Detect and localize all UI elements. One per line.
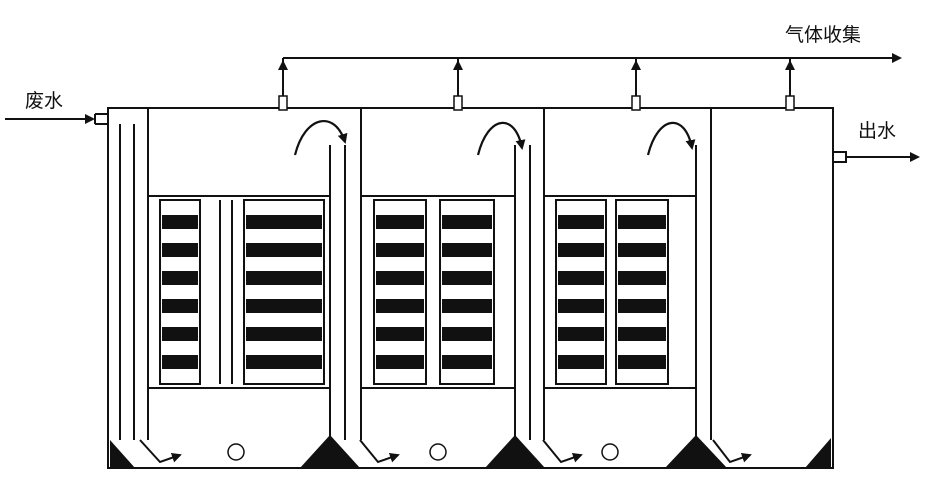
- bottom-wedge-5: [805, 438, 831, 468]
- media-stripe-2-3: [246, 271, 322, 285]
- media-frame-3b: [615, 199, 669, 385]
- media-frame-1a: [159, 199, 201, 385]
- media-stripe-3-2: [376, 243, 424, 257]
- media-stripe-6-1: [618, 215, 666, 229]
- gas-nozzle-1: [278, 95, 288, 111]
- media-stripe-2-2: [246, 243, 322, 257]
- media-stripe-2-6: [246, 355, 322, 369]
- media-stripe-5-4: [558, 299, 604, 313]
- media-stripe-1-5: [162, 327, 198, 341]
- media-stripe-5-6: [558, 355, 604, 369]
- gas-collection-label: 气体收集: [785, 24, 862, 46]
- media-stripe-4-6: [442, 355, 492, 369]
- media-stripe-5-2: [558, 243, 604, 257]
- media-stripe-3-3: [376, 271, 424, 285]
- media-stripe-1-3: [162, 271, 198, 285]
- diffuser-2: [429, 443, 447, 461]
- gas-nozzle-4: [785, 95, 795, 111]
- media-frame-2b: [439, 199, 495, 385]
- media-stripe-1-6: [162, 355, 198, 369]
- inlet-pipe: [94, 113, 108, 125]
- bottom-wedge-3: [485, 435, 545, 468]
- media-stripes: [162, 215, 666, 369]
- gas-nozzle-3: [631, 95, 641, 111]
- diffuser-3: [601, 443, 619, 461]
- media-stripe-6-2: [618, 243, 666, 257]
- media-stripe-6-4: [618, 299, 666, 313]
- media-stripe-2-1: [246, 215, 322, 229]
- diffuser-1: [227, 443, 245, 461]
- bottom-arrow-1: [139, 439, 182, 464]
- media-stripe-1-4: [162, 299, 198, 313]
- media-stripe-3-5: [376, 327, 424, 341]
- bottom-arrow-4: [712, 439, 752, 464]
- overflow-arrow-2: [476, 121, 526, 156]
- media-stripe-2-5: [246, 327, 322, 341]
- media-stripe-4-1: [442, 215, 492, 229]
- media-stripe-4-4: [442, 299, 492, 313]
- media-stripe-5-3: [558, 271, 604, 285]
- media-stripe-3-4: [376, 299, 424, 313]
- media-stripe-4-3: [442, 271, 492, 285]
- media-frame-3a: [555, 199, 607, 385]
- media-stripe-6-5: [618, 327, 666, 341]
- media-stripe-4-2: [442, 243, 492, 257]
- media-frame-1b: [243, 199, 325, 385]
- gas-nozzle-2: [453, 95, 463, 111]
- media-frame-2a: [373, 199, 427, 385]
- media-stripe-6-6: [618, 355, 666, 369]
- bottom-wedge-2: [300, 435, 360, 468]
- media-stripe-5-1: [558, 215, 604, 229]
- media-stripe-1-2: [162, 243, 198, 257]
- overflow-arrow-1: [293, 120, 348, 156]
- media-stripe-5-5: [558, 327, 604, 341]
- outlet-label: 出水: [858, 120, 897, 142]
- bottom-wedge-1: [110, 440, 135, 468]
- bottom-arrow-2: [359, 439, 400, 464]
- bottom-arrow-3: [542, 439, 583, 464]
- media-stripe-1-1: [162, 215, 198, 229]
- outlet-pipe: [833, 151, 847, 163]
- overflow-arrow-3: [646, 121, 696, 156]
- bottom-wedge-4: [665, 435, 727, 468]
- inlet-label: 废水: [25, 90, 64, 112]
- media-stripe-6-3: [618, 271, 666, 285]
- media-stripe-3-6: [376, 355, 424, 369]
- media-stripe-2-4: [246, 299, 322, 313]
- media-stripe-4-5: [442, 327, 492, 341]
- media-stripe-3-1: [376, 215, 424, 229]
- tank-outline: [107, 107, 834, 469]
